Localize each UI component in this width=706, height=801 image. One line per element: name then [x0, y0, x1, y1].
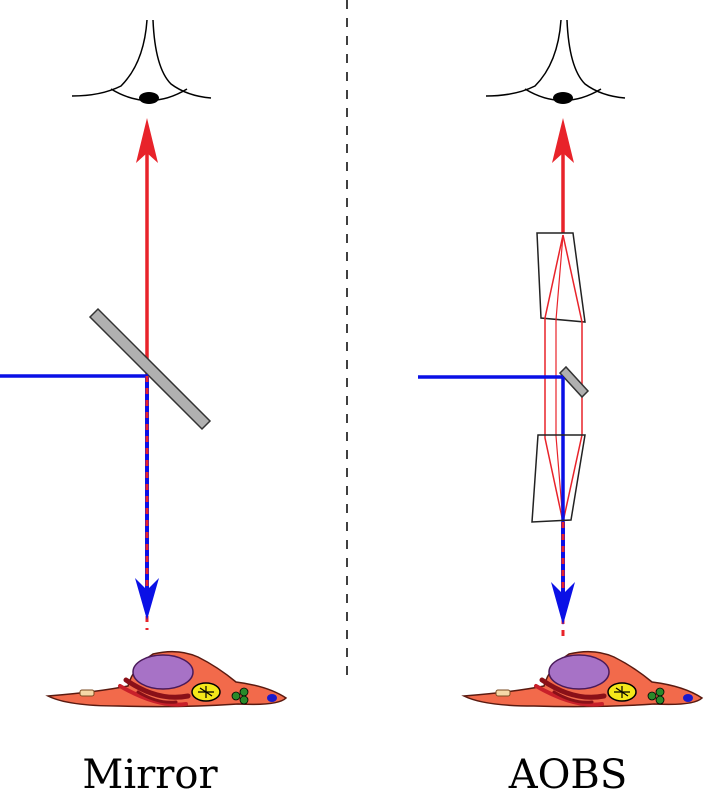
excitation-arrowhead [135, 578, 159, 620]
mirror-label: Mirror [82, 752, 218, 798]
aobs-label: AOBS [508, 752, 628, 798]
emission-arrowhead [136, 118, 158, 163]
mirror-icon [88, 307, 212, 431]
eye-icon [71, 19, 212, 105]
cell-icon [464, 652, 702, 707]
cell-icon [48, 652, 286, 707]
excitation-arrowhead [551, 582, 575, 625]
mirror-panel [0, 19, 286, 707]
crystal-prism-icon [531, 434, 586, 523]
emission-ray-split [562, 234, 583, 523]
eye-icon [485, 19, 626, 105]
mirror-icon [558, 365, 590, 399]
emission-arrowhead [552, 118, 574, 163]
aobs-panel [418, 19, 702, 707]
